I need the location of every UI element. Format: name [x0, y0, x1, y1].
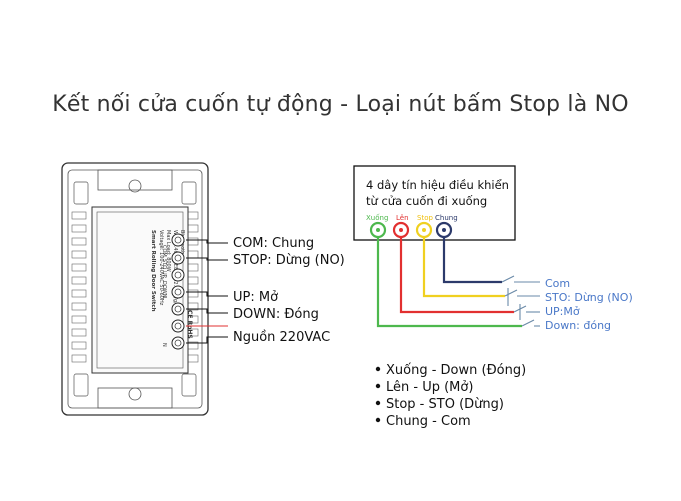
legend-item-4: Chung - Com [386, 414, 471, 429]
leader-down [186, 308, 228, 314]
terminal-label-com: COM [161, 245, 167, 257]
label-up: UP: Mở [233, 290, 278, 305]
terminal-label-up: UP [161, 271, 167, 278]
terminal-screw [171, 285, 185, 299]
switch-contacts [501, 275, 540, 327]
vent-slot [71, 328, 87, 337]
terminal-label-n: N [161, 343, 167, 347]
terminal-label-down: DOWN [161, 281, 167, 298]
leader-power-n [186, 336, 228, 344]
leader-com [186, 239, 228, 244]
device-spec-2: Max Load: 800W [165, 230, 171, 272]
device-marks: CE RoHS [186, 310, 193, 339]
terminal-screw-head [174, 288, 182, 296]
terminal-screw-head [174, 254, 182, 262]
vent-slot [71, 354, 87, 363]
vent-slot [71, 315, 87, 324]
vent-slot [71, 224, 87, 233]
label-stop: STOP: Dừng (NO) [233, 253, 345, 268]
wire-label-len: Lên [396, 214, 409, 222]
leader-stop [186, 257, 228, 261]
terminal-label-l: L [161, 297, 167, 300]
label-power: Nguồn 220VAC [233, 330, 330, 345]
vent-slot [71, 250, 87, 259]
vent-slot [71, 263, 87, 272]
controller-text-line1: 4 dây tín hiệu điều khiển [366, 178, 509, 192]
terminal-label-sto: STO [161, 259, 167, 269]
terminal-screw-head [174, 322, 182, 330]
terminal-screw [171, 319, 185, 333]
device-leader-lines [186, 239, 228, 344]
label-down: DOWN: Đóng [233, 307, 319, 322]
controller-text-line2: từ cửa cuốn đi xuống [366, 194, 487, 208]
terminal-screw [171, 233, 185, 247]
switch-device: Smart Rolling Door Switch Voltage: 100-2… [61, 162, 209, 416]
wire-chung [442, 236, 502, 284]
leader-up [186, 291, 228, 297]
vent-slot [71, 276, 87, 285]
wire-label-chung: Chung [435, 214, 458, 222]
terminal-screw [171, 251, 185, 265]
terminal-screw [171, 302, 185, 316]
terminal-screw-head [174, 236, 182, 244]
vent-slot [71, 237, 87, 246]
legend-item-2: Lên - Up (Mở) [386, 380, 473, 395]
legend-item-3: Stop - STO (Dừng) [386, 397, 504, 412]
device-product-name: Smart Rolling Door Switch [150, 230, 156, 312]
device-spec-3: Wifi: 2.4GHz IEEE 802.11 b/g/n [172, 230, 178, 307]
right-label-sto: STO: Dừng (NO) [545, 291, 633, 304]
wire-xuong [376, 236, 522, 328]
wire-label-stop: Stop [417, 214, 433, 222]
page-title: Kết nối cửa cuốn tự động - Loại nút bấm … [52, 92, 629, 117]
wire-label-xuong: Xuống [366, 214, 388, 222]
vent-slot [71, 302, 87, 311]
right-label-com: Com [545, 277, 570, 290]
device-spec-1: Voltage: 100-240VAC 50-60Hz [158, 230, 164, 306]
terminal-screw [171, 268, 185, 282]
vent-slot [71, 289, 87, 298]
wire-stop [422, 236, 505, 298]
terminal-screw-head [174, 271, 182, 279]
vent-slot [71, 211, 87, 220]
terminal-screw-head [174, 339, 182, 347]
wire-terminals [369, 221, 453, 239]
label-com: COM: Chung [233, 236, 314, 251]
control-wires [376, 236, 522, 328]
terminal-screw-head [174, 305, 182, 313]
vent-slot [71, 341, 87, 350]
wire-len [399, 236, 514, 314]
legend-list: Xuống - Down (Đóng) Lên - Up (Mở) Stop -… [375, 363, 526, 429]
legend-item-1: Xuống - Down (Đóng) [386, 363, 526, 378]
terminal-screw [171, 336, 185, 350]
right-label-down: Down: đóng [545, 319, 611, 332]
right-label-up: UP:Mở [545, 305, 580, 318]
